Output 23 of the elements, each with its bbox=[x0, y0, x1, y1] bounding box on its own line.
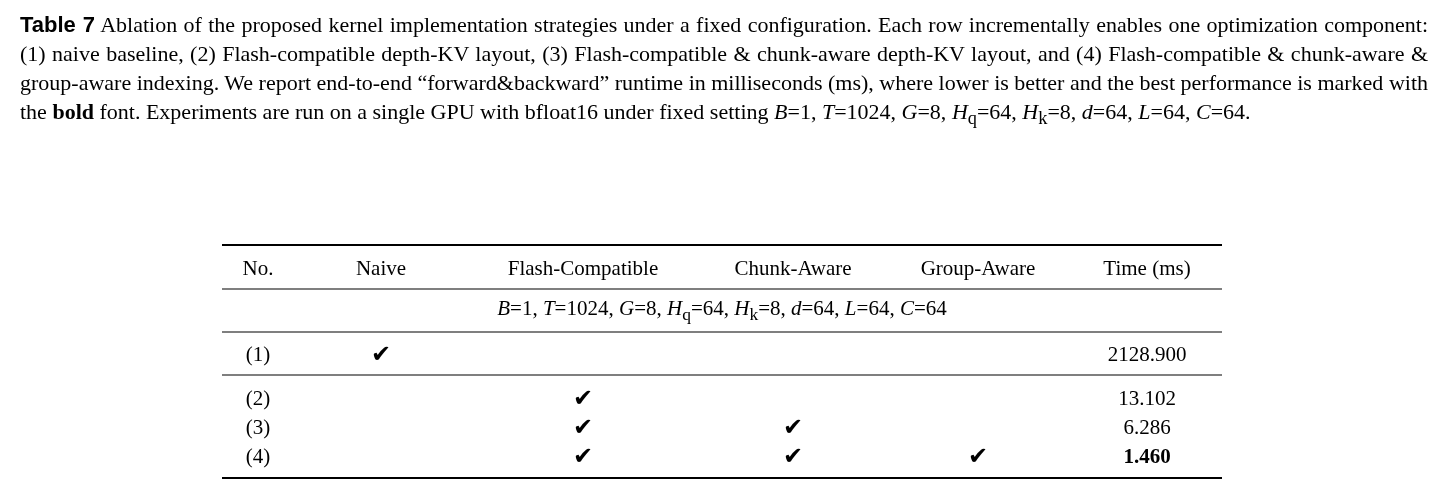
row-number: (1) bbox=[245, 343, 271, 365]
column-header: Group-Aware bbox=[920, 257, 1036, 279]
setting-row-text: B=1, T=1024, G=8, H$_{q}$=64, H$_{k}$=8, d=64, L=64, C=64 bbox=[497, 298, 947, 324]
row-number: (4) bbox=[245, 445, 271, 467]
runtime-value: 6.286 bbox=[1123, 416, 1171, 438]
column-header: Flash-Compatible bbox=[507, 257, 659, 279]
check-mark: ✔ bbox=[968, 444, 988, 468]
runtime-value: 13.102 bbox=[1118, 387, 1176, 409]
runtime-value: 2128.900 bbox=[1107, 343, 1187, 365]
check-mark: ✔ bbox=[783, 415, 803, 439]
check-mark: ✔ bbox=[573, 386, 593, 410]
check-mark: ✔ bbox=[783, 444, 803, 468]
check-mark: ✔ bbox=[573, 415, 593, 439]
table-caption: Table 7 Ablation of the proposed kernel implementation strategies under a fixed configuration. Each row incrementally enables one optimization component: (1) naive baseline, (2) Flash-compatible depth-KV layout, (3) Flash-compatible & chunk-aware depth-KV layout, and (4) Flash-compatible & chunk-aware & group-aware indexing. We report end-to-end “forward&backward” runtime in milliseconds (ms), where lower is better and the best performance is marked with the bold font. Experiments are run on a single GPU with bfloat16 under fixed setting B=1, T=1024, G=8, H$_{q}$=64, H$_{k}$=8, d=64, L=64, C=64. bbox=[20, 11, 1428, 131]
runtime-value: 1.460 bbox=[1123, 445, 1171, 467]
column-header: Chunk-Aware bbox=[734, 257, 852, 279]
column-header: No. bbox=[242, 257, 274, 279]
check-mark: ✔ bbox=[371, 342, 391, 366]
row-number: (2) bbox=[245, 387, 271, 409]
column-header: Naive bbox=[355, 257, 407, 279]
check-mark: ✔ bbox=[573, 444, 593, 468]
column-header: Time (ms) bbox=[1103, 257, 1191, 279]
row-number: (3) bbox=[245, 416, 271, 438]
